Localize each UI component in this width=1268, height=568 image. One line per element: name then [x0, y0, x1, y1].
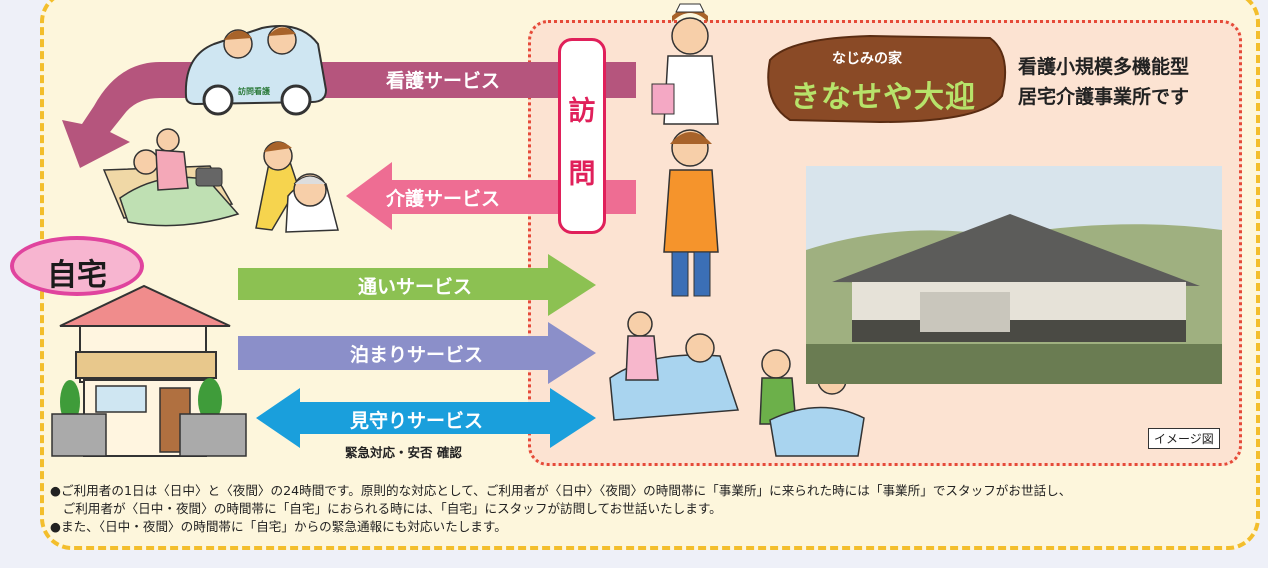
care-service-label: 介護サービス — [386, 188, 501, 210]
note-line: ご利用者が〈日中・夜間〉の時間帯に「自宅」におられる時には、「自宅」にスタッフが… — [50, 501, 722, 516]
caregiver-figure — [663, 129, 719, 297]
watch-service-arrow — [256, 388, 596, 448]
stay-service-label: 泊まりサービス — [350, 344, 484, 366]
home-badge: 自宅 — [10, 236, 144, 296]
watch-service-label: 見守りサービス — [350, 410, 484, 432]
facility-title-line1: 看護小規模多機能型 — [1018, 56, 1190, 78]
bedside-care-scene — [102, 128, 240, 227]
nurse-figure — [651, 3, 719, 125]
visit-badge: 訪 問 — [558, 38, 606, 234]
note-line: ●ご利用者の1日は〈日中〉と〈夜間〉の24時間です。原則的な対応として、ご利用者… — [50, 483, 1072, 498]
home-label: 自宅 — [47, 258, 107, 293]
hair-care-scene — [255, 141, 339, 233]
visit-char-1: 訪 — [568, 96, 596, 127]
visit-nurse-car — [184, 25, 328, 116]
day-service-arrow — [238, 254, 596, 316]
logo-name-text: きなせや大迎 — [790, 80, 976, 115]
image-note: イメージ図 — [1148, 428, 1220, 449]
note-line: ●また、〈日中・夜間〉の時間帯に「自宅」からの緊急通報にも対応いたします。 — [50, 519, 507, 534]
nursing-service-label: 看護サービス — [386, 70, 501, 92]
visit-char-2: 問 — [568, 159, 596, 190]
facility-title-line2: 居宅介護事業所です — [1018, 86, 1190, 108]
stay-service-arrow — [238, 322, 596, 384]
facility-building-photo — [806, 166, 1222, 384]
notes: ●ご利用者の1日は〈日中〉と〈夜間〉の24時間です。原則的な対応として、ご利用者… — [50, 482, 1240, 536]
watch-service-caption: 緊急対応・安否 確認 — [345, 445, 462, 460]
logo-top-text: なじみの家 — [832, 51, 902, 67]
bed-care-scene — [609, 311, 740, 421]
facility-title: 看護小規模多機能型 居宅介護事業所です — [1018, 52, 1189, 112]
facility-logo — [767, 34, 1007, 124]
day-service-label: 通いサービス — [358, 276, 473, 298]
home-house — [51, 284, 247, 457]
car-label: 訪問看護 — [238, 87, 270, 96]
